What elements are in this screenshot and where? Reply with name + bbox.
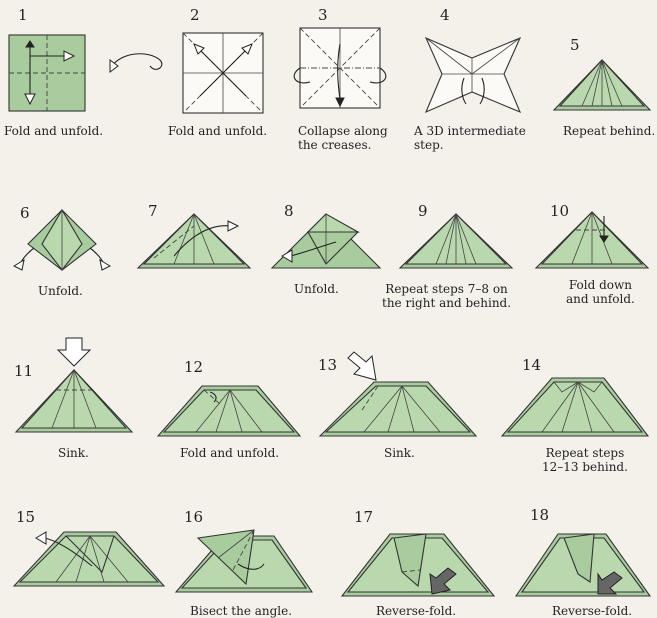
step-16-caption: Bisect the angle.: [190, 604, 292, 618]
step-15-diagram: [12, 526, 166, 590]
step-number-2: 2: [190, 6, 200, 24]
step-10-caption-line-2: and unfold.: [566, 292, 635, 306]
step-18-diagram: [514, 520, 654, 602]
step-10-diagram: [534, 210, 650, 272]
step-14-caption: Repeat steps 12–13 behind.: [542, 446, 628, 474]
step-11-diagram: [12, 336, 134, 438]
step-1-diagram: [8, 34, 88, 114]
step-1-caption: Fold and unfold.: [4, 124, 103, 138]
step-2-caption: Fold and unfold.: [168, 124, 267, 138]
step-5-diagram: [552, 58, 652, 114]
step-number-4: 4: [440, 6, 450, 24]
step-10-caption: Fold down and unfold.: [566, 278, 635, 306]
step-6-caption: Unfold.: [38, 284, 83, 298]
step-17-diagram: [340, 520, 500, 600]
step-4-diagram: [424, 34, 528, 116]
step-18-caption: Reverse-fold.: [552, 604, 632, 618]
step-12-caption: Fold and unfold.: [180, 446, 279, 460]
step-14-caption-line-1: Repeat steps: [542, 446, 628, 460]
step-4-caption: A 3D intermediate step.: [414, 124, 526, 152]
step-8-diagram: [266, 212, 382, 272]
step-number-1: 1: [18, 6, 28, 24]
step-6-diagram: [12, 208, 112, 274]
step-3-caption-line-2: the creases.: [298, 138, 388, 152]
step-7-diagram: [134, 212, 252, 272]
step-8-caption: Unfold.: [294, 282, 339, 296]
step-5-caption: Repeat behind.: [563, 124, 655, 138]
step-13-caption: Sink.: [384, 446, 415, 460]
step-3-diagram: [288, 26, 388, 118]
step-16-diagram: [174, 522, 314, 596]
turn-over-icon: [108, 48, 168, 78]
step-2-diagram: [182, 32, 266, 116]
step-11-caption: Sink.: [58, 446, 89, 460]
step-3-caption-line-1: Collapse along: [298, 124, 388, 138]
step-9-caption-line-1: Repeat steps 7–8 on: [382, 282, 511, 296]
step-14-caption-line-2: 12–13 behind.: [542, 460, 628, 474]
step-9-diagram: [398, 212, 514, 272]
step-12-diagram: [156, 378, 302, 440]
step-number-3: 3: [318, 6, 328, 24]
step-number-5: 5: [570, 36, 580, 54]
step-4-caption-line-1: A 3D intermediate: [414, 124, 526, 138]
step-9-caption-line-2: the right and behind.: [382, 296, 511, 310]
step-10-caption-line-1: Fold down: [566, 278, 635, 292]
step-number-15: 15: [16, 508, 35, 526]
step-number-12: 12: [184, 358, 203, 376]
step-9-caption: Repeat steps 7–8 on the right and behind…: [382, 282, 511, 310]
step-14-diagram: [500, 372, 650, 440]
step-13-diagram: [318, 346, 478, 440]
step-17-caption: Reverse-fold.: [376, 604, 456, 618]
step-4-caption-line-2: step.: [414, 138, 526, 152]
step-3-caption: Collapse along the creases.: [298, 124, 388, 152]
